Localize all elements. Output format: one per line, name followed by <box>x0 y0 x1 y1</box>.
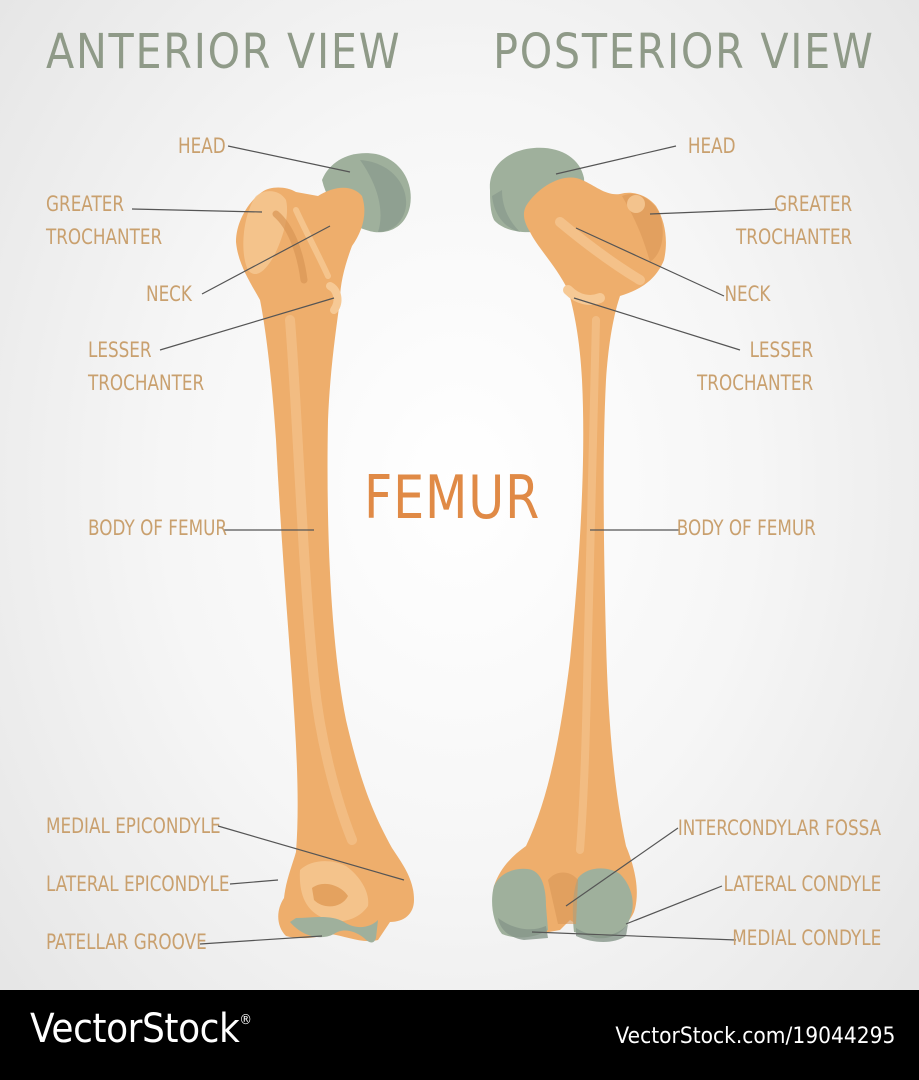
posterior-view-title: POSTERIOR VIEW <box>493 24 875 80</box>
posterior-label-body-of-femur: BODY OF FEMUR <box>676 516 816 540</box>
anterior-label-greater-trochanter: GREATER TROCHANTER <box>46 192 163 249</box>
brand-logo: VectorStock® <box>30 1006 252 1052</box>
posterior-label-intercondylar-fossa: INTERCONDYLAR FOSSA <box>677 816 881 840</box>
posterior-femur <box>489 147 666 942</box>
anterior-label-medial-epicondyle: MEDIAL EPICONDYLE <box>46 814 221 838</box>
anterior-view-title: ANTERIOR VIEW <box>46 24 402 80</box>
watermark-url: VectorStock.com/19044295 <box>614 1024 895 1049</box>
posterior-label-neck: NECK <box>724 282 770 306</box>
leader-lines <box>131 145 777 945</box>
posterior-label-lateral-condyle: LATERAL CONDYLE <box>723 872 881 896</box>
watermark-bar: VectorStock® VectorStock.com/19044295 <box>0 990 919 1080</box>
posterior-label-medial-condyle: MEDIAL CONDYLE <box>732 926 881 950</box>
anterior-femur-bone <box>236 187 414 942</box>
anterior-label-lesser-trochanter: LESSER TROCHANTER <box>88 338 205 395</box>
posterior-label-lesser-trochanter: LESSER TROCHANTER <box>696 338 813 395</box>
anterior-label-neck: NECK <box>146 282 192 306</box>
anterior-label-lateral-epicondyle: LATERAL EPICONDYLE <box>46 872 230 896</box>
femur-diagram <box>131 145 777 945</box>
femur-title: FEMUR <box>364 463 541 533</box>
posterior-label-greater-trochanter: GREATER TROCHANTER <box>735 192 852 249</box>
posterior-medial-condyle <box>572 868 633 939</box>
anterior-femur <box>236 153 414 943</box>
anterior-label-patellar-groove: PATELLAR GROOVE <box>46 930 207 954</box>
anterior-label-head: HEAD <box>178 134 226 158</box>
posterior-femur-bone <box>492 177 666 935</box>
posterior-label-head: HEAD <box>688 134 736 158</box>
anterior-label-body-of-femur: BODY OF FEMUR <box>88 516 228 540</box>
posterior-lateral-condyle <box>492 868 548 938</box>
